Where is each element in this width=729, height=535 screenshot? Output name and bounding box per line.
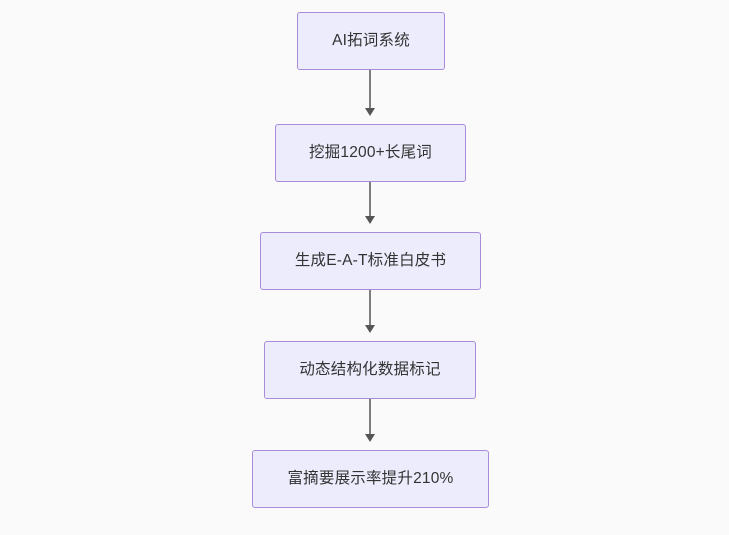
edge-n2-n3 — [369, 182, 371, 218]
edge-n4-n5 — [369, 399, 371, 436]
edge-n3-n4 — [369, 290, 371, 327]
edge-n1-n2 — [369, 70, 371, 110]
flow-node-mine-longtail-keywords[interactable]: 挖掘1200+长尾词 — [275, 124, 466, 182]
flow-node-ai-keyword-system[interactable]: AI拓词系统 — [297, 12, 445, 70]
arrowhead-n2-n3 — [364, 216, 375, 224]
flow-node-dynamic-structured-data-markup[interactable]: 动态结构化数据标记 — [264, 341, 476, 399]
flow-node-generate-eat-whitepaper[interactable]: 生成E-A-T标准白皮书 — [260, 232, 481, 290]
flow-node-label: 生成E-A-T标准白皮书 — [294, 252, 447, 270]
arrowhead-n3-n4 — [364, 325, 375, 333]
arrowhead-n4-n5 — [364, 434, 375, 442]
arrowhead-n1-n2 — [364, 108, 375, 116]
flow-node-label: 富摘要展示率提升210% — [287, 470, 454, 488]
flow-node-rich-snippet-impression-lift[interactable]: 富摘要展示率提升210% — [252, 450, 489, 508]
flow-node-label: 动态结构化数据标记 — [299, 361, 441, 379]
flow-node-label: AI拓词系统 — [332, 32, 410, 50]
flow-node-label: 挖掘1200+长尾词 — [308, 144, 433, 162]
